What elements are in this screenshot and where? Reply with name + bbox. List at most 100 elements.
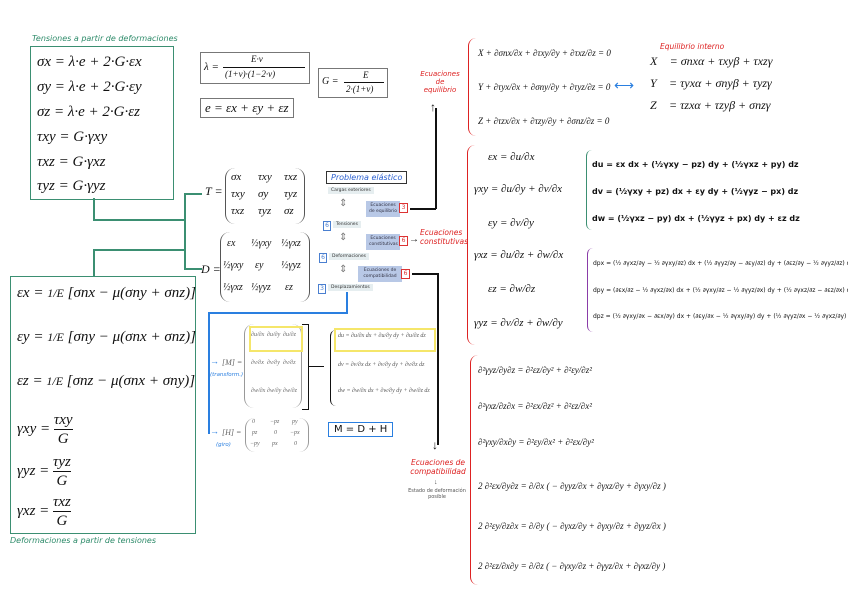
eq-diff-du: du = ∂u/∂x dx + ∂u/∂y dy + ∂u/∂z dz [338,333,426,339]
lhs: γyz = [474,317,498,329]
num: ∂w [509,283,523,295]
fraction: 1/E [46,374,64,389]
node-count: 6 [319,253,327,263]
eq-compat: ∂²γxz/∂z∂x = ∂²εx/∂z² + ∂²εz/∂x² [478,401,592,411]
H-cell: pz [252,430,258,436]
M-cell: ∂v/∂x [251,360,264,366]
arrow-line [410,208,436,210]
blue-connector [208,312,348,314]
rhs: = ∂²εx/∂z² + ∂²εz/∂x² [517,401,592,411]
strain-from-stress-box: εx = 1/E [σnx − μ(σny + σnz)] εy = 1/E [… [10,276,196,534]
first-row-highlight [249,326,303,352]
M-equals-D-plus-H: M = D + H [328,422,394,437]
lhs: γxz = [474,249,498,261]
lhs: 2 ∂²εy/∂z∂x [478,521,519,531]
num: ∂v [510,217,521,229]
M-cell: ∂w/∂z [283,388,297,394]
den: G [57,431,69,447]
eq-dv: dv = (½γxy + pz) dx + εy dy + (½γyz − px… [592,187,799,196]
eq-internal-z: Z⃗ = τzxα + τzyβ + σnzγ [650,98,771,112]
node-deformaciones: Deformaciones [329,253,369,260]
eq-equilibrium-z: Z + ∂τzx/∂x + ∂τzy/∂y + ∂σnz/∂z = 0 [478,116,610,126]
eqbox-count: 6 [399,236,408,246]
lhs: εz = [17,373,43,389]
den: ∂z [525,283,536,295]
den: ∂y [523,217,534,229]
brace-kinematic [467,145,476,345]
frac: 1/E [47,286,64,301]
lambda-formula: λ = E·ν (1+ν)·(1−2·ν) [200,52,310,84]
T-cell: τyz [284,188,298,200]
rhs: = ∂/∂z ( − ∂γxy/∂z + ∂γyz/∂x + ∂γxz/∂y ) [520,561,666,571]
eq-internal-y: Y⃗ = τyxα + σnyβ + τyzγ [650,76,772,90]
lambda-den: (1+ν)·(1−2·ν) [225,69,276,79]
eq-compat: 2 ∂²εx/∂y∂z = ∂/∂x ( − ∂γyz/∂x + ∂γxz/∂y… [478,481,666,491]
T-cell: σz [284,205,294,217]
eq-sigma-y: σy = λ·e + 2·G·εy [37,79,142,95]
arrow-right-icon: → [210,426,219,436]
eq-compat: 2 ∂²εz/∂x∂y = ∂/∂z ( − ∂γxy/∂z + ∂γyz/∂x… [478,561,665,571]
stress-tensor-matrix: σx τxy τxz τxy σy τyz τxz τyz σz [225,168,305,224]
M-cell: ∂u/∂z [283,332,296,338]
strain-tensor-matrix: εx ½γxy ½γxz ½γxy εy ½γyz ½γxz ½γyz εz [220,232,310,302]
H-note: (giro) [216,442,231,448]
eq-kinematic: εx = ∂u/∂x [488,151,535,163]
volumetric-strain-formula: e = εx + εy + εz [200,98,294,118]
num: τxz [53,494,71,512]
H-cell: −py [250,441,260,447]
num: ∂u [510,151,522,163]
rhs: = ∂²εy/∂x² + ∂²εx/∂y² [518,437,594,447]
T-cell: τxy [231,188,245,200]
eq-diff-dv: dv = ∂v/∂x dx + ∂v/∂y dy + ∂v/∂z dz [338,362,425,368]
eq-gamma-xz: γxz = τxz G [17,493,71,530]
stress-from-strain-box: σx = λ·e + 2·G·εx σy = λ·e + 2·G·εy σz =… [30,46,174,200]
eq-equilibrium-y: Y + ∂τyx/∂x + ∂σny/∂y + ∂τyz/∂z = 0 [478,82,611,92]
stress-from-strain-title: Tensiones a partir de deformaciones [32,34,178,43]
eqbox-count: 6 [401,269,410,279]
eq-tau-xy: τxy = G·γxy [37,129,108,145]
eq-sigma-x: σx = λ·e + 2·G·εx [37,54,142,70]
eq-kinematic: εy = ∂v/∂y [488,217,534,229]
rhs: [σnz − μ(σnx + σny)] [66,373,196,389]
eq-gamma-xy: γxy = τxy G [17,411,73,448]
H-cell: py [292,419,298,425]
H-cell: px [272,441,278,447]
brace-compatibility [470,355,479,585]
num: ∂u [500,249,512,261]
connector [93,219,185,221]
H-label: [H] = [222,428,242,437]
lhs: ∂²γxy/∂x∂y [478,437,517,447]
lhs: 2 ∂²εx/∂y∂z [478,481,519,491]
H-cell: −pz [270,419,280,425]
eq-dw: dw = (½γxz − py) dx + (½γyz + px) dy + ε… [592,214,800,223]
lhs: γxy = [17,421,51,437]
flowchart-title: Problema elástico [326,171,408,184]
connector [308,366,324,368]
D-cell: ½γxy [223,260,244,271]
arrow-up-icon: ↑ [430,100,436,114]
H-cell: 0 [294,441,297,447]
M-cell: ∂v/∂z [283,360,296,366]
eqbox-equilibrio: Ecuaciones de equilibrio [366,201,400,217]
arrow-line [435,108,437,209]
double-arrow-horizontal-icon: ⟷ [614,79,635,94]
node-desplazamientos: Desplazamientos [328,284,373,291]
arrow-right-icon: → [210,356,219,366]
D-cell: ½γxz [223,282,243,293]
rotation-matrix: 0 −pz py pz 0 −px −py px 0 [245,418,309,452]
T-cell: τyz [258,205,272,217]
double-arrow-icon: ⇕ [339,264,348,275]
lhs: εy = [17,329,44,345]
D-cell: ½γyz [251,282,271,293]
double-arrow-icon: ⇕ [339,232,348,243]
rhs: = ∂/∂x ( − ∂γyz/∂x + ∂γxz/∂y + ∂γxy/∂z ) [520,481,666,491]
T-cell: σy [258,188,269,200]
eq-eps-x: εx = 1/E [σnx − μ(σny + σnz)] [17,285,196,302]
arrow-line [437,273,439,445]
num: ∂w [536,317,550,329]
eqbox-compatibilidad: Ecuaciones de compatibilidad [358,266,402,282]
fraction: 1/E [47,287,64,300]
rhs: [σnx − μ(σny + σnz)] [67,285,196,301]
den: ∂x [551,183,563,195]
num: τyz [53,454,71,472]
